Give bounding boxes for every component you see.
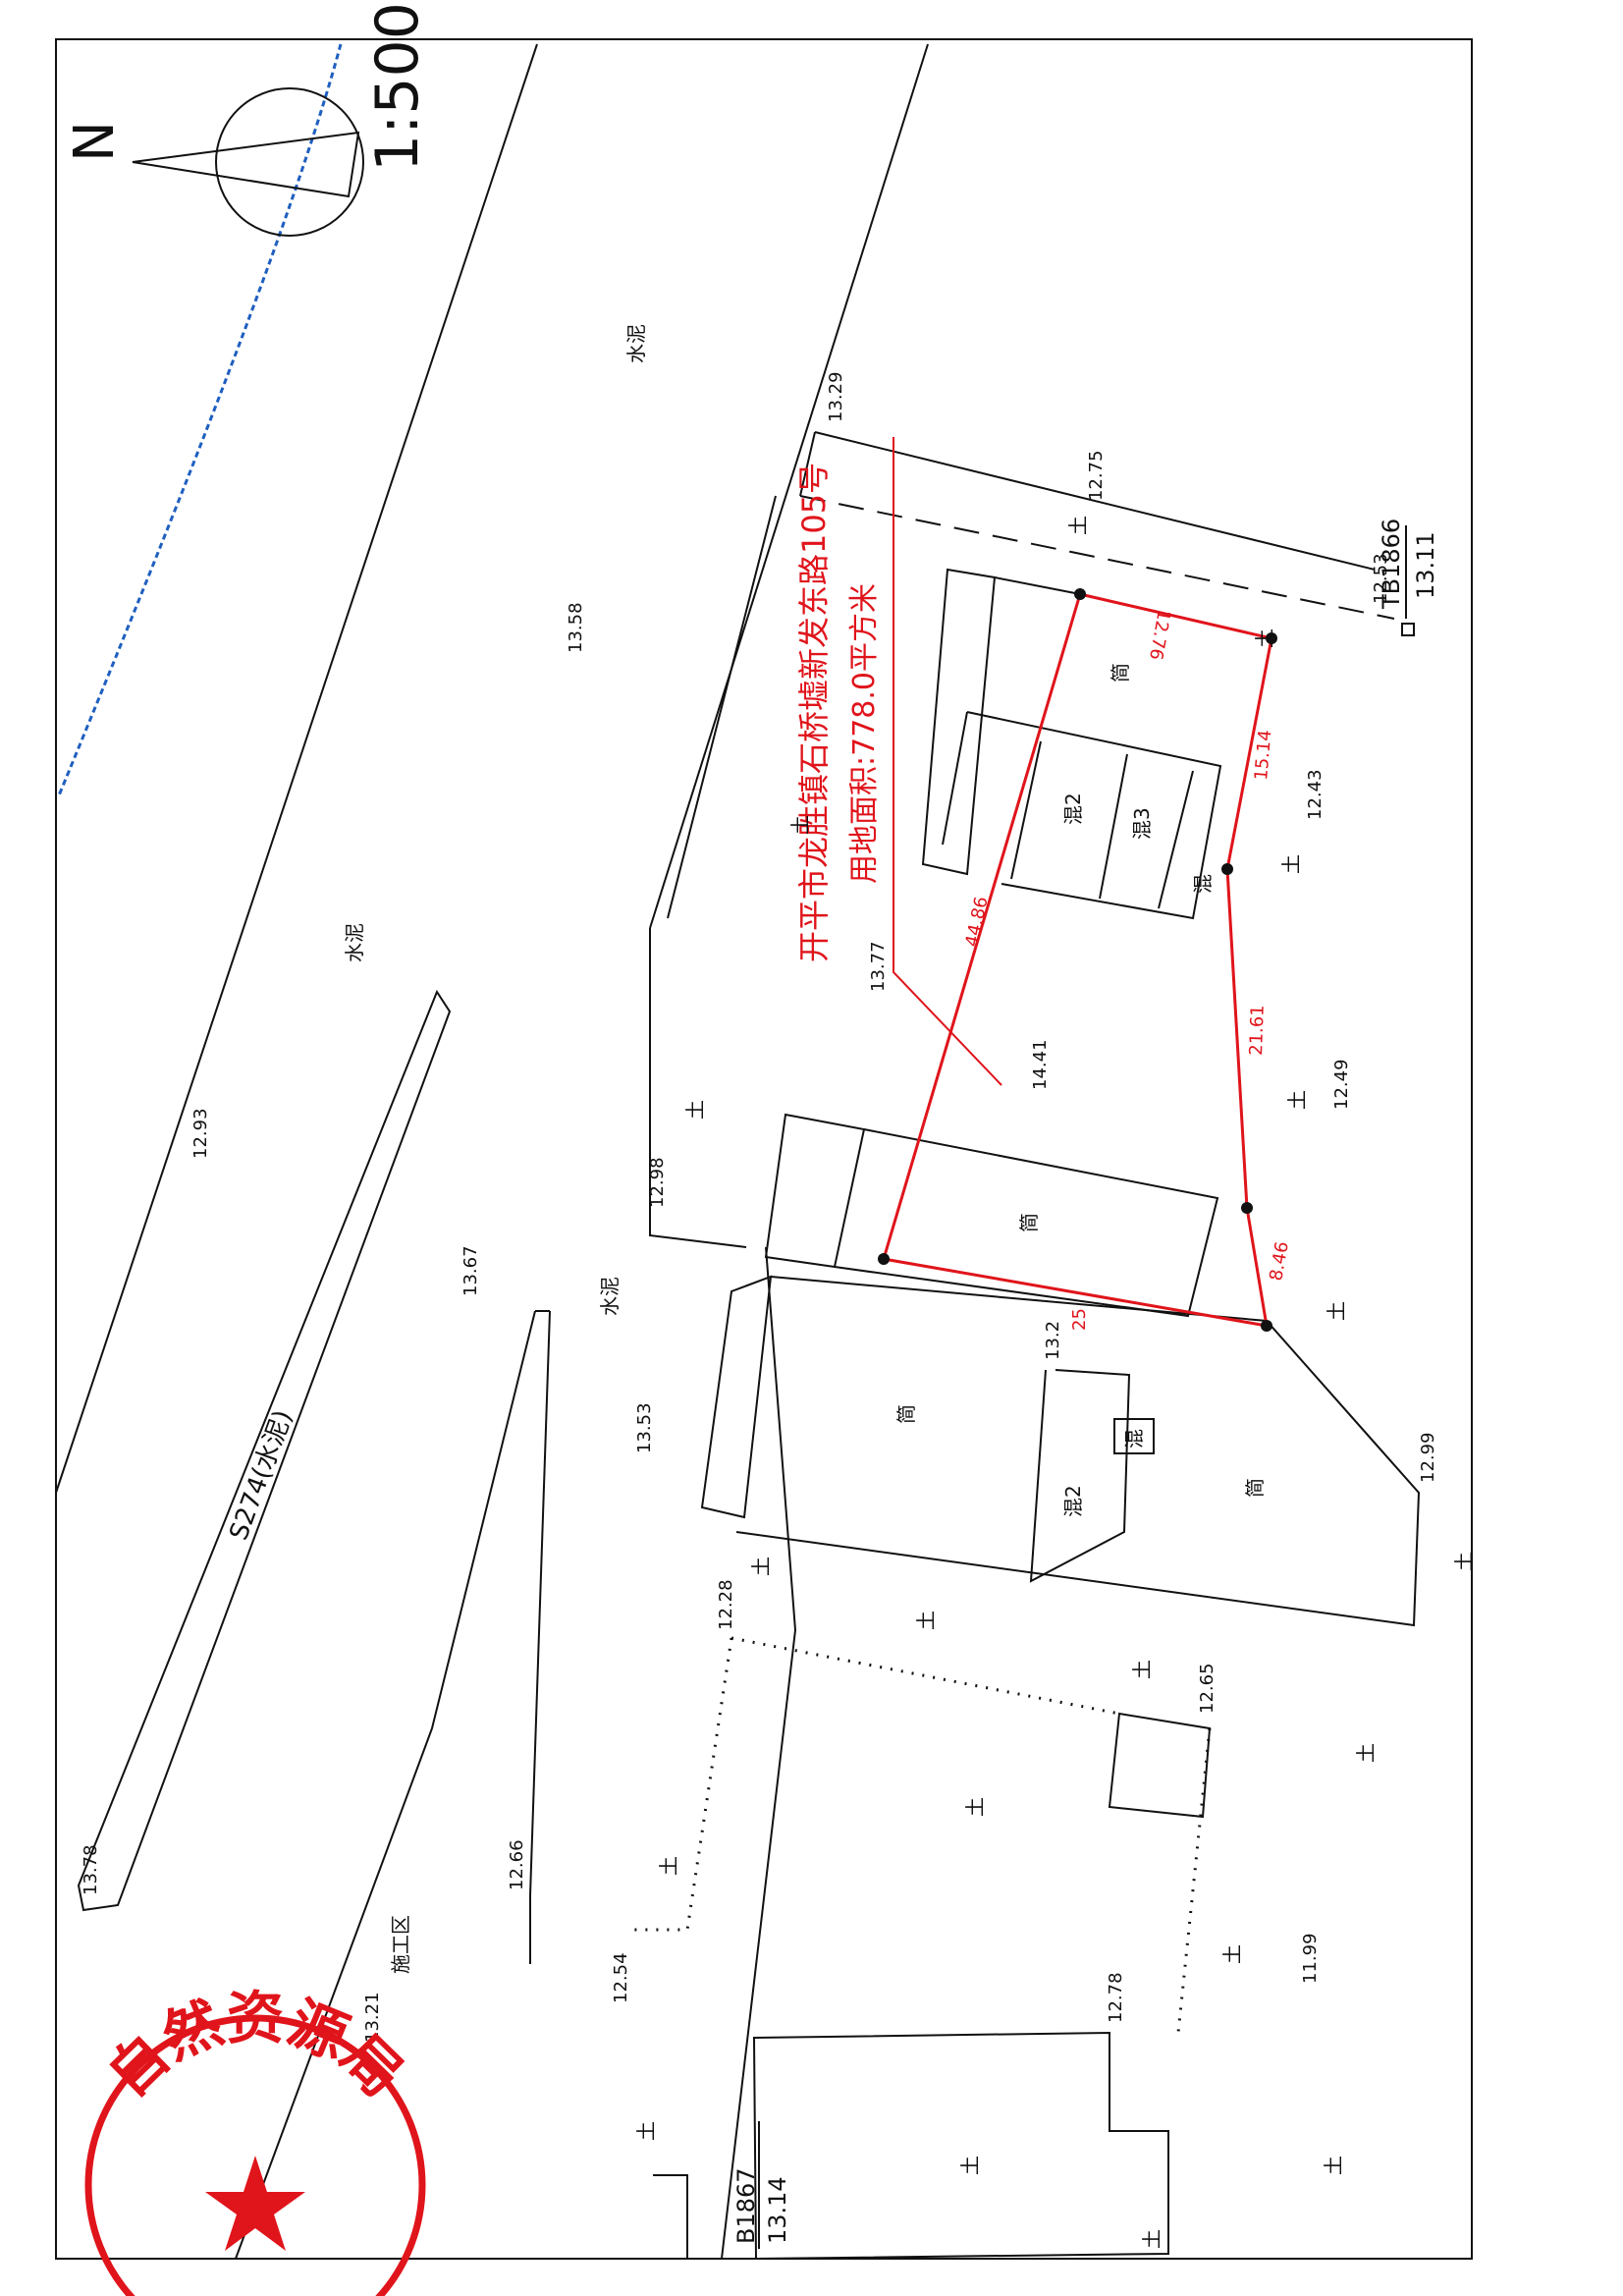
elevation: 13.29 (826, 371, 846, 422)
official-stamp: 自然资源局 (84, 1985, 426, 2296)
elevation: 12.99 (1418, 1432, 1438, 1483)
road-name: S274(水泥) (224, 1406, 298, 1544)
north-label: N (63, 121, 127, 162)
material-soil: 土 (963, 1797, 987, 1817)
edge-length: 25 (1069, 1308, 1090, 1331)
material-soil: 土 (1285, 1090, 1309, 1110)
material-soil: 土 (1066, 516, 1090, 535)
elevation: 14.41 (1030, 1039, 1051, 1090)
edge-length: 44.86 (961, 895, 992, 949)
material-labels: 水泥 水泥 水泥 简 混2 混3 混 简 简 混2 混 简 土 土 土 土 土 … (343, 324, 1476, 2249)
control-points: TB1866 13.11 B1867 13.14 (732, 519, 1439, 2249)
elevation: 12.65 (1197, 1663, 1217, 1714)
material-mix3: 混3 (1130, 807, 1154, 840)
elevation: 13.53 (634, 1402, 655, 1453)
elevation: 12.54 (611, 1952, 631, 2003)
elevation: 12.98 (647, 1157, 668, 1208)
buildings (653, 568, 1421, 2261)
material-mix2: 混2 (1061, 793, 1085, 825)
material-cement: 水泥 (624, 324, 648, 363)
scale-label: 1:500 (363, 2, 432, 172)
elevation: 12.75 (1086, 450, 1107, 501)
parcel-area: 用地面积:778.0平方米 (847, 583, 882, 884)
edge-length: 12.76 (1145, 608, 1174, 661)
material-soil: 土 (1220, 1944, 1244, 1964)
edge-length: 8.46 (1266, 1240, 1293, 1283)
edge-length: 21.61 (1246, 1005, 1269, 1056)
material-soil: 土 (1322, 2156, 1345, 2175)
material-soil: 土 (657, 1856, 680, 1876)
material-soil: 土 (749, 1557, 773, 1576)
material-soil: 土 (1354, 1743, 1378, 1763)
elevation: 12.53 (1371, 553, 1391, 604)
utility-line (721, 1246, 797, 2260)
construction-zone-label: 施工区 (389, 1915, 412, 1974)
material-soil: 土 (683, 1100, 707, 1120)
elevation: 13.78 (81, 1844, 101, 1895)
map-frame (55, 38, 1473, 2260)
elevation: 11.99 (1300, 1933, 1321, 1984)
north-arrow: N 1:500 (63, 2, 432, 237)
road-lines (55, 43, 929, 2260)
edge-length: 15.14 (1251, 729, 1275, 781)
elevation: 12.43 (1305, 769, 1325, 820)
control-point-id: B1867 (732, 2167, 760, 2244)
material-soil: 土 (1279, 854, 1303, 874)
material-soil: 土 (1253, 629, 1276, 648)
elevation: 13.67 (460, 1245, 481, 1296)
material-soil: 土 (788, 815, 812, 835)
control-point-value: 13.11 (1412, 531, 1439, 599)
elevation: 12.49 (1331, 1059, 1352, 1110)
material-cement: 水泥 (598, 1277, 622, 1316)
material-mix: 混 (1122, 1429, 1146, 1449)
material-mix: 混 (1191, 874, 1215, 894)
elevation: 12.78 (1106, 1972, 1126, 2023)
material-soil: 土 (914, 1611, 938, 1630)
material-simple: 简 (894, 1404, 918, 1424)
material-soil: 土 (634, 2121, 658, 2141)
material-soil: 土 (958, 2156, 982, 2175)
road-median (77, 989, 452, 1912)
parcel-address: 开平市龙胜镇石桥墟新发东路105号 (795, 463, 833, 962)
material-cement: 水泥 (343, 923, 366, 962)
material-soil: 土 (1140, 2229, 1163, 2249)
control-point-id: TB1866 (1378, 519, 1405, 610)
material-simple: 简 (1109, 663, 1132, 683)
elevation: 12.93 (190, 1108, 211, 1159)
elevation: 12.28 (716, 1579, 736, 1630)
top-boundary (667, 431, 1376, 919)
elevation: 13.58 (566, 602, 586, 653)
elevation: 13.21 (362, 1992, 383, 2043)
star-icon (205, 2156, 305, 2251)
material-simple: 简 (1017, 1213, 1041, 1232)
elevation: 12.66 (507, 1839, 527, 1890)
elevation-labels: 13.29 12.75 12.53 13.58 12.43 12.49 13.7… (81, 371, 1438, 2043)
river-bank (57, 43, 343, 796)
material-soil: 土 (1325, 1301, 1348, 1321)
elevation: 13.2 (1043, 1321, 1063, 1360)
dashed-fence (799, 495, 1395, 620)
material-soil: 土 (1452, 1552, 1476, 1571)
control-point-value: 13.14 (764, 2176, 791, 2244)
parcel-vertices (878, 588, 1277, 1332)
material-mix2: 混2 (1061, 1485, 1085, 1517)
label-leader (893, 437, 1002, 1086)
elevation: 13.77 (868, 941, 889, 992)
material-soil: 土 (1130, 1660, 1154, 1679)
dotted-boundary (628, 1636, 1212, 2034)
material-simple: 简 (1243, 1478, 1267, 1498)
